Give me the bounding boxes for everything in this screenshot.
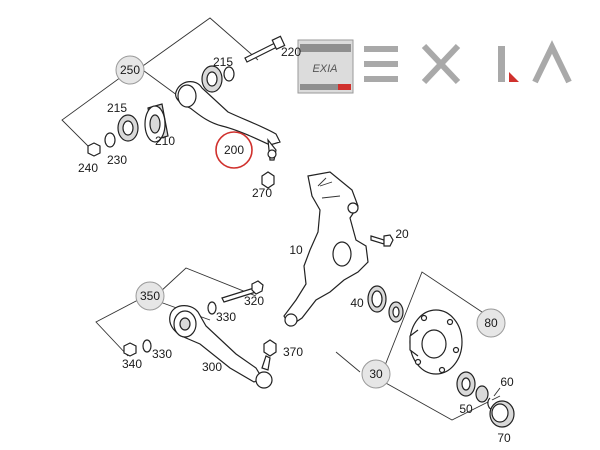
group-circle-350 — [135, 281, 165, 311]
group-circle-30 — [361, 359, 391, 389]
label-30: 30 — [369, 367, 383, 381]
brand-wordmark — [364, 40, 572, 85]
bolt-220 — [244, 35, 286, 63]
label-70: 70 — [497, 431, 511, 445]
washer-330-left — [142, 339, 152, 353]
dust-cap-70 — [489, 400, 515, 428]
nut-270 — [261, 171, 275, 189]
group-circle-80 — [476, 308, 506, 338]
lower-arm-300 — [169, 305, 273, 389]
lower-arm-group: 350 320 330 300 370 330 340 — [95, 267, 303, 389]
label-80: 80 — [484, 316, 498, 330]
group-circle-250 — [115, 55, 145, 85]
control-arm-200 — [175, 81, 281, 161]
label-330-right: 330 — [216, 310, 236, 324]
seal-50 — [456, 371, 489, 403]
label-350: 350 — [140, 289, 160, 303]
label-10: 10 — [289, 243, 303, 257]
washer-230-top — [223, 66, 235, 82]
nut-340 — [123, 342, 137, 357]
label-200: 200 — [224, 143, 244, 157]
label-50: 50 — [459, 402, 473, 416]
label-250: 250 — [120, 63, 140, 77]
washer-230-lower — [104, 132, 116, 148]
nut-370 — [263, 339, 277, 357]
bushing-210 — [144, 103, 169, 143]
nut-240 — [87, 142, 101, 157]
label-340: 340 — [122, 357, 142, 371]
steering-knuckle-10 — [283, 171, 369, 327]
label-60: 60 — [500, 375, 514, 389]
bolt-320 — [221, 280, 264, 303]
label-210: 210 — [155, 134, 175, 148]
label-270: 270 — [252, 186, 272, 200]
bushing-215-top — [201, 65, 223, 93]
upper-arm-group: 250 220 215 200 270 — [61, 17, 301, 200]
label-230: 230 — [107, 153, 127, 167]
hub-bearing-group: 30 40 80 50 — [335, 271, 515, 445]
bushing-215-lower — [117, 114, 139, 142]
washer-330-right — [207, 301, 217, 315]
label-320: 320 — [244, 294, 264, 308]
label-215-top: 215 — [213, 55, 233, 69]
label-300: 300 — [202, 360, 222, 374]
label-370: 370 — [283, 345, 303, 359]
label-215-lower: 215 — [107, 101, 127, 115]
label-220: 220 — [281, 45, 301, 59]
label-330-left: 330 — [152, 347, 172, 361]
label-20: 20 — [395, 227, 409, 241]
label-240: 240 — [78, 161, 98, 175]
brand-logo: EXIA — [297, 39, 354, 94]
seal-40 — [367, 285, 404, 323]
brand-badge-text: EXIA — [312, 63, 337, 75]
label-40: 40 — [350, 296, 364, 310]
highlight-ring-200 — [215, 131, 253, 169]
wheel-hub-80 — [409, 309, 463, 375]
bolt-20 — [370, 234, 394, 247]
